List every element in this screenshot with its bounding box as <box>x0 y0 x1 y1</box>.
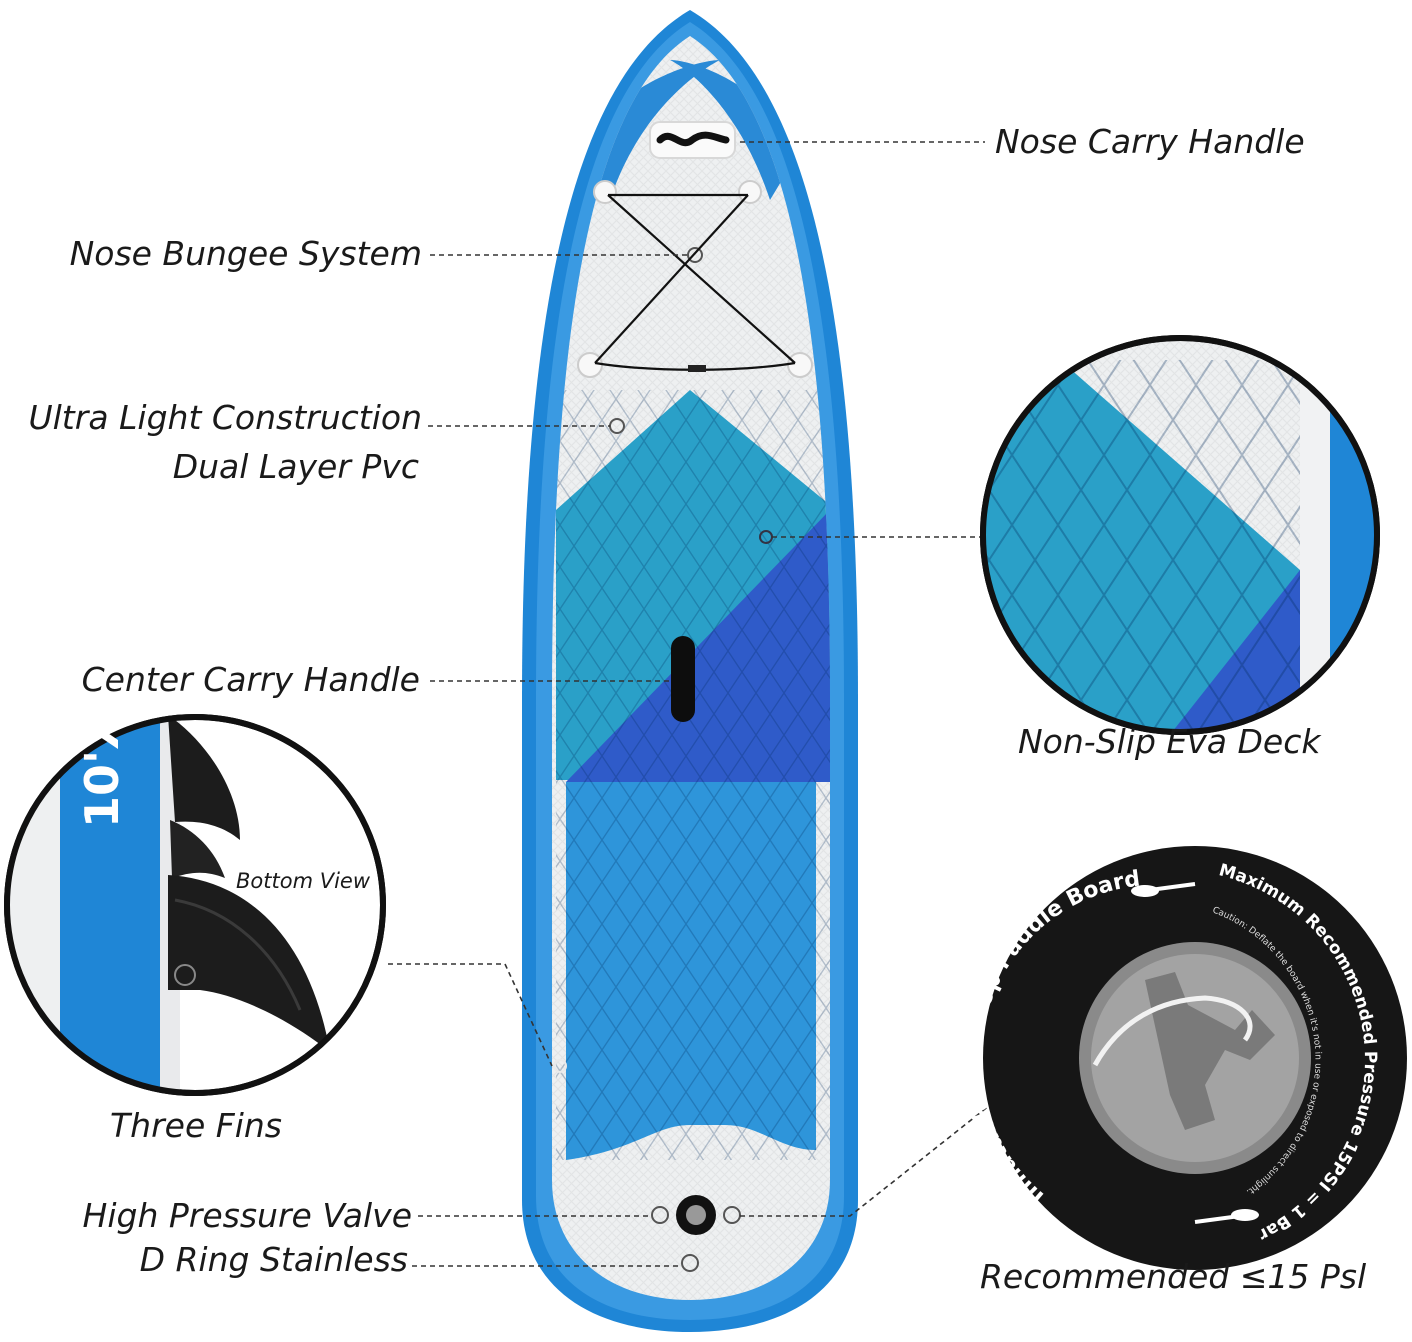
paddle-board <box>522 10 858 1332</box>
leader-lines <box>388 141 991 1267</box>
label-non-slip-eva-deck: Non-Slip Eva Deck <box>1018 722 1321 761</box>
label-center-carry-handle: Center Carry Handle <box>81 660 420 699</box>
label-bottom-view: Bottom View <box>236 869 370 893</box>
label-ultra-light-construction: Ultra Light Construction <box>28 398 422 437</box>
fin-detail-circle <box>4 714 386 1096</box>
label-nose-carry-handle: Nose Carry Handle <box>995 122 1305 161</box>
label-d-ring-stainless: D Ring Stainless <box>139 1240 408 1279</box>
label-high-pressure-valve: High Pressure Valve <box>82 1196 412 1235</box>
valve-icon <box>651 1195 741 1272</box>
nose-bungee <box>577 180 813 378</box>
label-three-fins: Three Fins <box>110 1106 282 1145</box>
center-handle <box>671 636 695 722</box>
deck-detail-circle <box>980 335 1380 735</box>
label-dual-layer-pvc: Dual Layer Pvc <box>172 447 419 486</box>
label-nose-bungee-system: Nose Bungee System <box>69 234 422 273</box>
carry-handle-icon <box>649 121 736 159</box>
valve-detail-circle <box>983 846 1407 1270</box>
paddle-icon <box>1131 882 1259 1224</box>
label-recommended-pressure: Recommended ≤15 Psl <box>980 1257 1367 1296</box>
fin-icon <box>168 719 330 1052</box>
